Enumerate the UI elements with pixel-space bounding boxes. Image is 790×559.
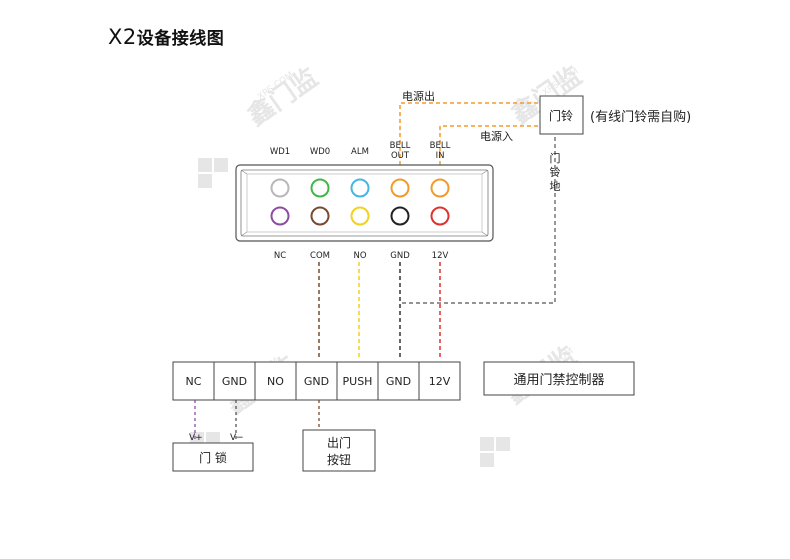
- terminal-cell-6: [377, 361, 420, 401]
- terminal-cell-label-7: 12V: [429, 375, 451, 388]
- bell-power-out-label: 电源出: [402, 89, 435, 103]
- terminal-cell-label-1: NC: [186, 375, 202, 388]
- terminal-cell-7: [418, 361, 461, 401]
- lock-box: [172, 442, 254, 472]
- top-pin-1: [270, 178, 290, 198]
- terminal-cell-label-4: GND: [304, 375, 329, 388]
- top-pin-2: [310, 178, 330, 198]
- exit-button-line1: 出门: [327, 435, 351, 450]
- title-model: X2: [108, 25, 137, 49]
- device-pins: [270, 178, 450, 226]
- terminal-cell-1: [172, 361, 215, 401]
- terminal-cell-3: [254, 361, 297, 401]
- top-pin-4: [390, 178, 410, 198]
- bottom-pin-label-2: COM: [310, 251, 330, 261]
- exit-button-line2: 按钮: [327, 452, 351, 467]
- svg-text:门铃地: 门铃地: [550, 151, 561, 193]
- bottom-pin-label-3: NO: [353, 251, 366, 261]
- bell-wiring: [399, 102, 540, 165]
- bottom-pin-1: [270, 206, 290, 226]
- lock-wiring: [194, 400, 237, 442]
- bell-ground-wire: [400, 130, 556, 304]
- bottom-pin-label-4: GND: [390, 251, 410, 261]
- lock-v-plus-label: V+: [189, 433, 203, 443]
- lock-label: 门 锁: [199, 450, 227, 465]
- watermark-logo-1: [198, 158, 228, 188]
- bottom-pin-label-1: NC: [274, 251, 286, 261]
- lock-v-minus-label: V−: [230, 433, 244, 443]
- terminal-cell-label-3: NO: [267, 375, 284, 388]
- bottom-pin-3: [350, 206, 370, 226]
- terminal-cell-label-6: GND: [386, 375, 411, 388]
- terminal-strip: NC GND NO GND PUSH GND 12V: [172, 361, 461, 401]
- title-text: 设备接线图: [136, 29, 225, 49]
- bell-box: [539, 95, 584, 135]
- controller-box: [483, 361, 635, 396]
- bottom-pin-4: [390, 206, 410, 226]
- controller-label: 通用门禁控制器: [513, 373, 604, 388]
- bottom-pin-label-5: 12V: [432, 251, 449, 261]
- watermark-text-1: 鑫门监: [242, 62, 324, 132]
- bell-power-out-wire: [399, 102, 540, 165]
- bell-label: 门铃: [549, 108, 573, 123]
- terminal-cell-4: [295, 361, 338, 401]
- exit-button-box: [302, 429, 376, 472]
- top-pin-3: [350, 178, 370, 198]
- top-pin-label-1: WD1: [270, 147, 290, 157]
- bell-power-in-label: 电源入: [480, 129, 513, 143]
- device-to-terminal-wiring: [318, 262, 441, 360]
- bottom-pin-5: [430, 206, 450, 226]
- terminal-cell-label-2: GND: [222, 375, 247, 388]
- bell-note: (有线门铃需自购): [590, 109, 691, 125]
- watermark-logo-2: [480, 437, 510, 467]
- page-title: X2设备接线图: [108, 24, 224, 49]
- top-pin-5: [430, 178, 450, 198]
- bell-ground-label: 门铃地: [550, 151, 561, 193]
- watermark-layer: 鑫门监 鑫门监 鑫门监 鑫门监 XPS.COM XPS.COM XPS.COM …: [190, 60, 587, 467]
- device-panel: [235, 164, 494, 242]
- bell-power-in-wire: [439, 125, 540, 165]
- top-pin-label-2: WD0: [310, 147, 330, 157]
- bottom-pin-2: [310, 206, 330, 226]
- terminal-cell-label-5: PUSH: [343, 375, 373, 388]
- top-pin-label-3: ALM: [351, 147, 369, 157]
